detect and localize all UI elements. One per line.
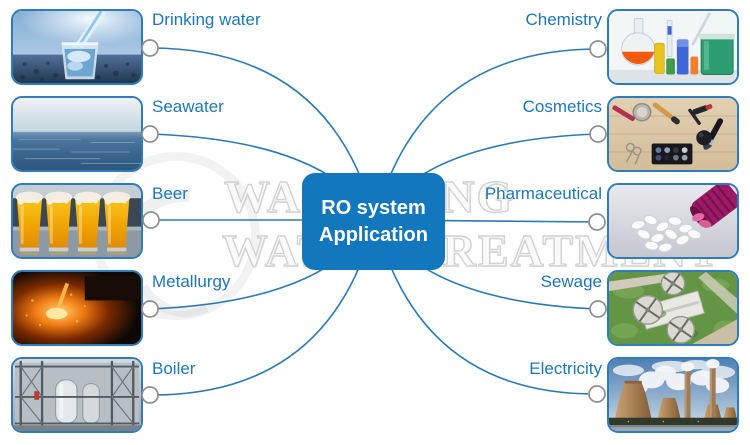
label-pharmaceutical: Pharmaceutical xyxy=(484,184,602,203)
metallurgy-photo xyxy=(11,270,143,346)
cosmetics-photo xyxy=(607,96,739,172)
label-drinking-water: Drinking water xyxy=(152,10,261,29)
label-beer: Beer xyxy=(152,184,188,203)
sewage-photo xyxy=(607,270,739,346)
pharmaceutical-photo xyxy=(607,183,739,259)
label-metallurgy: Metallurgy xyxy=(152,272,231,291)
chemistry-photo xyxy=(607,9,739,85)
label-seawater: Seawater xyxy=(152,97,224,116)
seawater-photo xyxy=(11,96,143,172)
beer-photo xyxy=(11,183,143,259)
electricity-photo xyxy=(607,357,739,433)
boiler-photo xyxy=(11,357,143,433)
label-chemistry: Chemistry xyxy=(525,10,602,29)
label-electricity: Electricity xyxy=(529,359,602,378)
center-node: RO system Application xyxy=(302,173,445,270)
drinking-water-photo xyxy=(11,9,143,85)
label-boiler: Boiler xyxy=(152,359,196,378)
center-node-title-line1: RO system xyxy=(321,197,426,219)
label-sewage: Sewage xyxy=(540,272,602,291)
label-cosmetics: Cosmetics xyxy=(522,97,602,116)
center-node-title-line2: Application xyxy=(319,224,428,246)
